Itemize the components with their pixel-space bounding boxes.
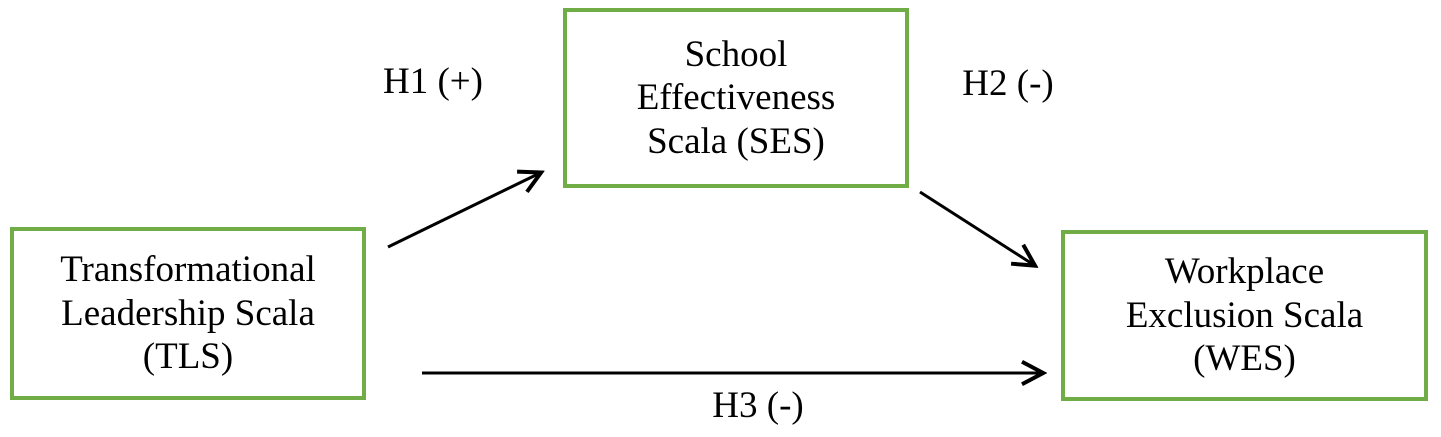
node-ses-line-3: Scala (SES) [647,120,825,162]
node-tls-line-2: Leadership Scala [61,292,315,334]
node-wes-line-3: (WES) [1193,338,1296,380]
node-wes-line-1: Workplace [1164,251,1325,293]
arrow-ses-to-wes [919,190,1034,265]
node-workplace-exclusion-scale: Workplace Exclusion Scala (WES) [1061,230,1428,401]
node-ses-line-2: Effectiveness [636,77,836,119]
edge-label-h1: H1 (+) [383,61,483,102]
node-ses-line-1: School [684,33,788,75]
node-tls-line-1: Transformational [60,249,316,291]
node-tls-line-3: (TLS) [142,336,234,378]
node-wes-line-2: Exclusion Scala [1125,294,1364,336]
node-school-effectiveness-scale: School Effectiveness Scala (SES) [563,8,909,188]
edge-label-h2: H2 (-) [962,63,1054,104]
node-transformational-leadership-scale: Transformational Leadership Scala (TLS) [10,227,366,400]
edge-label-h3: H3 (-) [712,385,804,426]
arrow-tls-to-ses [387,173,540,249]
